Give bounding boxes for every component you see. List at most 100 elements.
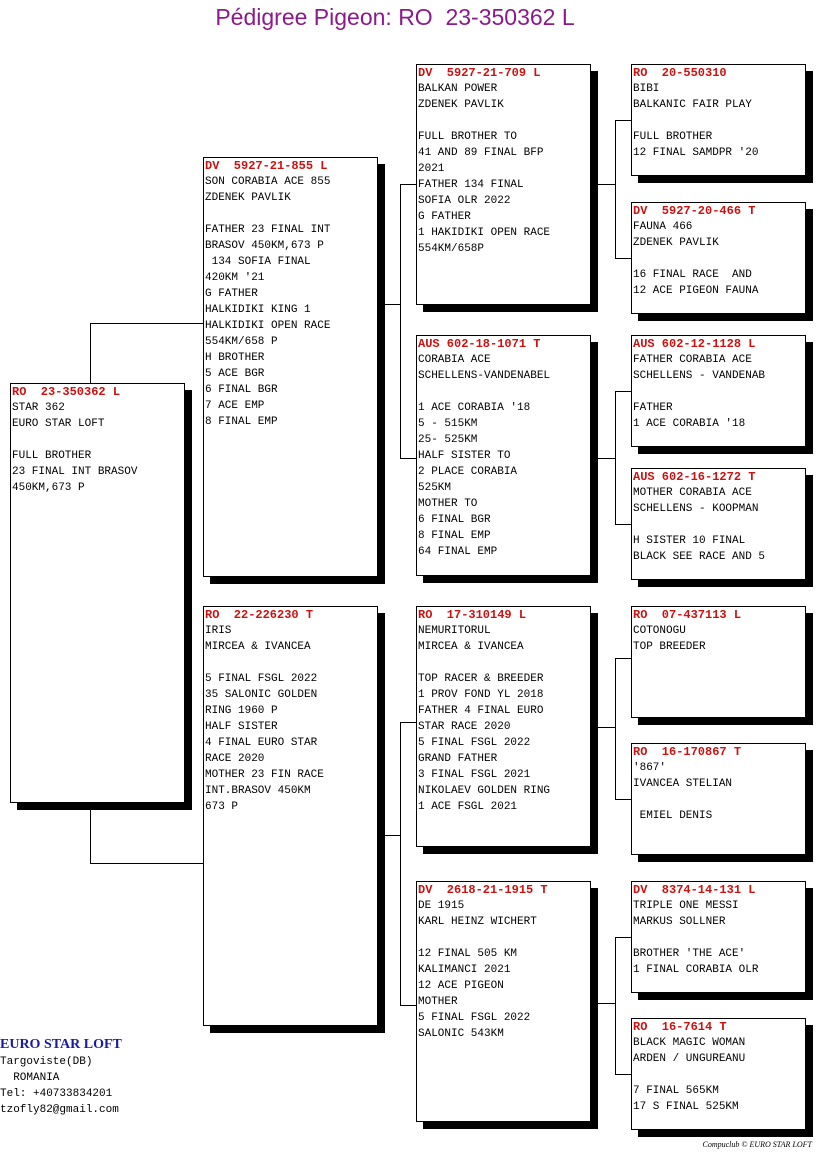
pigeon-info-line: TOP RACER & BREEDER bbox=[418, 673, 544, 685]
pigeon-info-line: 16 FINAL RACE AND bbox=[633, 269, 752, 281]
pigeon-info-line: EMIEL DENIS bbox=[633, 810, 713, 822]
pigeon-info-line: MIRCEA & IVANCEA bbox=[418, 641, 524, 653]
pigeon-info-line: 3 FINAL FSGL 2021 bbox=[418, 769, 531, 781]
pigeon-info-line: 450KM,673 P bbox=[12, 482, 85, 494]
pigeon-info-line: COTONOGU bbox=[633, 625, 686, 637]
ring-number: DV 8374-14-131 L bbox=[633, 883, 756, 897]
connector-line bbox=[615, 184, 616, 258]
pigeon-info-line: NEMURITORUL bbox=[418, 625, 491, 637]
owner-info: EURO STAR LOFT Targoviste(DB) ROMANIA Te… bbox=[0, 1036, 122, 1118]
pigeon-info-line bbox=[633, 517, 805, 533]
pigeon-info-line: 1 ACE FSGL 2021 bbox=[418, 801, 518, 813]
pigeon-info-line: 35 SALONIC GOLDEN bbox=[205, 689, 318, 701]
pigeon-info-line: 5 - 515KM bbox=[418, 418, 478, 430]
ring-number: AUS 602-16-1272 T bbox=[633, 470, 756, 484]
connector-line bbox=[615, 937, 631, 938]
pigeon-info-line: '867' bbox=[633, 762, 667, 774]
connector-line bbox=[400, 184, 416, 185]
pigeon-info-line: RACE 2020 bbox=[205, 753, 265, 765]
pigeon-info-line: 4 FINAL EURO STAR bbox=[205, 737, 318, 749]
pigeon-info-line: 1 PROV FOND YL 2018 bbox=[418, 689, 544, 701]
pigeon-info-line: SOFIA OLR 2022 bbox=[418, 195, 511, 207]
connector-line bbox=[615, 658, 631, 659]
pigeon-info-line bbox=[205, 206, 377, 222]
pigeon-info-line: SCHELLENS - VANDENAB bbox=[633, 370, 766, 382]
pigeon-info-line: HALF SISTER TO bbox=[418, 450, 511, 462]
pigeon-info-line: 525KM bbox=[418, 482, 452, 494]
ring-number: RO 17-310149 L bbox=[418, 608, 527, 622]
connector-line bbox=[400, 835, 401, 1005]
pigeon-info-line: 2 PLACE CORABIA bbox=[418, 466, 518, 478]
pigeon-info-line bbox=[12, 432, 184, 448]
pigeon-info-line: SCHELLENS - KOOPMAN bbox=[633, 503, 759, 515]
ring-number: RO 23-350362 L bbox=[12, 385, 121, 399]
connector-line bbox=[615, 1003, 616, 1074]
connector-line bbox=[615, 258, 631, 259]
owner-email: tzofly82@gmail.com bbox=[0, 1104, 119, 1116]
pigeon-info-line: IVANCEA STELIAN bbox=[633, 778, 733, 790]
connector-line bbox=[615, 799, 631, 800]
ring-number: RO 16-170867 T bbox=[633, 745, 742, 759]
pigeon-info-line: BLACK SEE RACE AND 5 bbox=[633, 551, 766, 563]
ring-number: AUS 602-18-1071 T bbox=[418, 337, 541, 351]
connector-line bbox=[615, 458, 616, 524]
pigeon-info-line: 134 SOFIA FINAL bbox=[205, 256, 311, 268]
pigeon-info-line: ZDENEK PAVLIK bbox=[205, 192, 291, 204]
pigeon-info-line: G FATHER bbox=[205, 288, 258, 300]
pigeon-info-line bbox=[633, 384, 805, 400]
pigeon-info-line bbox=[633, 930, 805, 946]
owner-address: Targoviste(DB) bbox=[0, 1056, 93, 1068]
pigeon-info-line: BIBI bbox=[633, 83, 660, 95]
pigeon-info-line: BLACK MAGIC WOMAN bbox=[633, 1037, 746, 1049]
pigeon-info-line: 12 ACE PIGEON bbox=[418, 980, 504, 992]
pigeon-info-line: 1 ACE CORABIA '18 bbox=[633, 418, 746, 430]
owner-country: ROMANIA bbox=[0, 1072, 60, 1084]
ring-number: RO 16-7614 T bbox=[633, 1020, 727, 1034]
pigeon-info-line: EURO STAR LOFT bbox=[12, 418, 105, 430]
pigeon-info-line: 5 ACE BGR bbox=[205, 368, 265, 380]
connector-line bbox=[598, 458, 615, 459]
pigeon-info-line: 1 HAKIDIKI OPEN RACE bbox=[418, 227, 551, 239]
ring-number: DV 5927-21-709 L bbox=[418, 66, 541, 80]
pigeon-info-line: 64 FINAL EMP bbox=[418, 546, 498, 558]
pigeon-info-line bbox=[633, 113, 805, 129]
pigeon-info-line: FATHER 4 FINAL EURO bbox=[418, 705, 544, 717]
pigeon-info-line: FULL BROTHER bbox=[633, 131, 713, 143]
connector-line bbox=[90, 810, 91, 863]
pigeon-info-line: FATHER 23 FINAL INT bbox=[205, 224, 331, 236]
pigeon-info-line: MOTHER CORABIA ACE bbox=[633, 487, 752, 499]
pigeon-info-line: 41 AND 89 FINAL BFP bbox=[418, 147, 544, 159]
pigeon-info-line: SON CORABIA ACE 855 bbox=[205, 176, 331, 188]
pigeon-info-line: IRIS bbox=[205, 625, 232, 637]
pigeon-info-line: ZDENEK PAVLIK bbox=[418, 99, 504, 111]
connector-line bbox=[615, 391, 631, 392]
pigeon-info-line: BRASOV 450KM,673 P bbox=[205, 240, 324, 252]
pigeon-info-line: 673 P bbox=[205, 801, 239, 813]
connector-line bbox=[400, 722, 401, 835]
pigeon-info-line: HALKIDIKI KING 1 bbox=[205, 304, 311, 316]
pigeon-info-line: HALKIDIKI OPEN RACE bbox=[205, 320, 331, 332]
pigeon-info-line: HALF SISTER bbox=[205, 721, 278, 733]
pigeon-info-line bbox=[633, 251, 805, 267]
connector-line bbox=[598, 727, 615, 728]
ring-number: DV 5927-21-855 L bbox=[205, 159, 328, 173]
pigeon-info-line: 554KM/658P bbox=[418, 243, 485, 255]
pigeon-info-line: RING 1960 P bbox=[205, 705, 278, 717]
owner-phone: Tel: +40733834201 bbox=[0, 1088, 113, 1100]
pigeon-card: RO 17-310149 L NEMURITORUL MIRCEA & IVANCE… bbox=[416, 606, 591, 847]
pigeon-info-line: STAR RACE 2020 bbox=[418, 721, 511, 733]
pigeon-info-line: 6 FINAL BGR bbox=[205, 384, 278, 396]
pigeon-info-line: ZDENEK PAVLIK bbox=[633, 237, 719, 249]
connector-line bbox=[400, 304, 401, 458]
pigeon-info-line: MOTHER bbox=[418, 996, 458, 1008]
footer-credit: Compuclub © EURO STAR LOFT bbox=[702, 1140, 812, 1149]
